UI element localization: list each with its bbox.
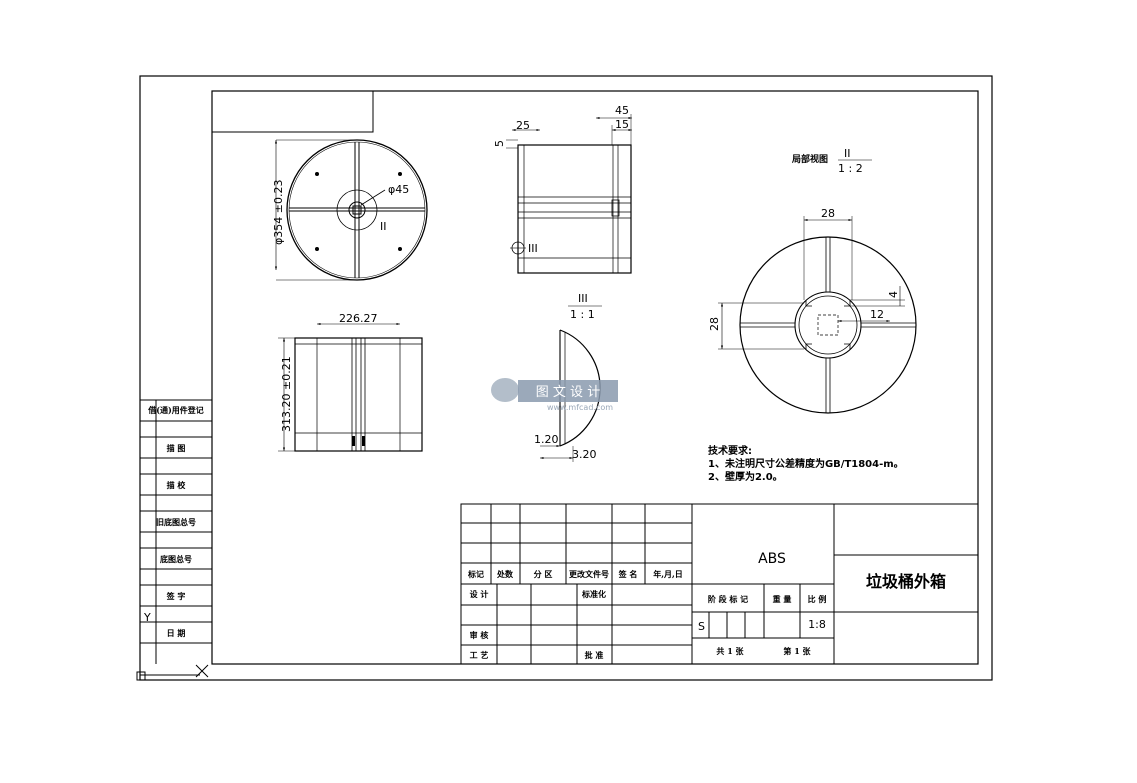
tb-scale-value: 1:8 [808, 618, 826, 631]
tb-standard: 标准化 [581, 589, 606, 599]
clip-1 [352, 436, 355, 446]
tb-scale-label: 比 例 [808, 594, 827, 604]
side-row-1: 借(通)用件登记 [147, 405, 204, 415]
detail-iii-scale: 1 : 1 [570, 308, 595, 321]
tb-header-count: 处数 [496, 569, 514, 579]
watermark-band [518, 380, 618, 402]
dim-3-20: 3.20 [572, 448, 597, 461]
view-label-ii-top: II [380, 220, 387, 233]
front-view [506, 114, 632, 274]
side-row-6: 签 字 [166, 591, 186, 601]
top-view [274, 139, 428, 281]
tb-design: 设 计 [470, 589, 489, 599]
detail-ii-roman: II [844, 147, 851, 160]
mark-dot-1 [315, 172, 319, 176]
tb-review: 审 核 [470, 630, 489, 640]
detail-iii-label: III [578, 292, 588, 305]
detail-ii-view [718, 216, 917, 414]
watermark: 图 文 设 计 www.mfcad.com [491, 378, 618, 412]
side-view [278, 322, 423, 452]
watermark-logo-icon [491, 378, 519, 402]
clip-2 [362, 436, 365, 446]
mark-dot-2 [398, 172, 402, 176]
mark-dot-4 [398, 247, 402, 251]
watermark-text: 图 文 设 计 [536, 385, 600, 400]
dim-226-27: 226.27 [339, 312, 378, 325]
outer-frame [139, 75, 993, 681]
title-block-grid [460, 503, 979, 665]
tb-stage-value: S [698, 620, 705, 633]
dim-1-20: 1.20 [534, 433, 559, 446]
tech-requirement-1: 1、未注明尺寸公差精度为GB/T1804-m。 [708, 457, 904, 470]
ucs-icon [136, 620, 209, 681]
tb-part-name: 垃圾桶外箱 [866, 572, 946, 591]
tb-approve: 批 准 [585, 650, 604, 660]
detail-ii-scale: 1 : 2 [838, 162, 863, 175]
tech-requirement-2: 2、壁厚为2.0。 [708, 470, 783, 483]
tb-header-doc: 更改文件号 [569, 569, 609, 579]
tb-weight-label: 重 量 [773, 594, 792, 604]
side-row-3: 描 校 [167, 480, 187, 490]
detail-ii-title: 局部视图 [792, 153, 828, 165]
dim-4: 4 [887, 291, 900, 298]
mark-dot-3 [315, 247, 319, 251]
tb-stage-label: 阶 段 标 记 [708, 594, 748, 604]
dim-diameter-45: φ45 [388, 183, 409, 196]
side-row-7: 日 期 [167, 628, 186, 638]
side-row-5: 底图总号 [159, 554, 192, 564]
dim-diameter-354: φ354 ±0.23 [272, 180, 285, 245]
side-row-2: 描 图 [167, 443, 186, 453]
dim-height-313: 313.20 ±0.21 [280, 356, 293, 432]
dim-12: 12 [870, 308, 884, 321]
dim-25: 25 [516, 119, 530, 132]
tb-header-zone: 分 区 [534, 569, 553, 579]
dim-15: 15 [615, 118, 629, 131]
tb-process: 工 艺 [470, 650, 489, 660]
tb-sheet-no: 第 1 张 [783, 646, 811, 656]
tb-material: ABS [758, 551, 786, 567]
watermark-url: www.mfcad.com [547, 403, 613, 412]
side-row-4: 旧底图总号 [156, 517, 196, 527]
dim-5: 5 [493, 140, 506, 147]
view-label-iii-front: III [528, 242, 538, 255]
tb-header-mark: 标记 [467, 569, 484, 579]
top-left-box [211, 90, 374, 133]
side-table [140, 399, 212, 664]
tb-header-date: 年,月,日 [653, 569, 683, 579]
dim-28-horizontal: 28 [821, 207, 835, 220]
dim-28-vertical: 28 [708, 317, 721, 331]
dim-45-top: 45 [615, 104, 629, 117]
tb-sheets-total: 共 1 张 [716, 646, 744, 656]
ucs-y-label: Y [143, 611, 151, 624]
tb-header-sign: 签 名 [618, 569, 638, 579]
tech-requirements-title: 技术要求: [708, 444, 752, 457]
